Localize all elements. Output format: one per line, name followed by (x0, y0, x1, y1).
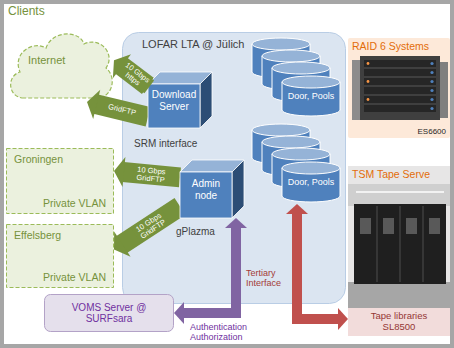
server-name: Admin node (180, 160, 232, 201)
disk-top (282, 76, 340, 88)
rack-unit (364, 87, 436, 94)
disk-edge (272, 68, 273, 96)
rack-body (360, 56, 440, 120)
section-heading: Clients (8, 5, 45, 19)
disk-top (272, 148, 330, 160)
status-light (430, 89, 433, 92)
cabinet-window (429, 218, 440, 234)
panel-title: TSM Tape Serve (348, 166, 450, 182)
tape-cabinet (354, 204, 446, 284)
disk-top (262, 50, 320, 62)
room-ceiling (348, 184, 450, 206)
site-box: EffelsbergPrivate VLAN (6, 224, 114, 288)
rack-unit (364, 96, 436, 103)
room-ground (348, 166, 450, 336)
panel-title: RAID 6 Systems (352, 40, 446, 52)
status-light (430, 80, 433, 83)
cabinet-divider (399, 206, 401, 282)
cloud-node: Internet (6, 26, 114, 102)
hardware-panel: TSM Tape ServeTape libraries SL8500 (348, 166, 450, 336)
interface-label: SRM interface (134, 138, 197, 150)
box-outline (7, 149, 114, 214)
disk-edge (340, 82, 341, 110)
panel-ground (348, 38, 450, 138)
storage-name: Door, Pools (282, 91, 340, 101)
status-light (430, 98, 433, 101)
component-label: gPlazma (176, 226, 215, 238)
status-light (430, 71, 433, 74)
cabinet-divider (376, 206, 378, 282)
disk-top (282, 162, 340, 174)
region-title: LOFAR LTA @ Jülich (142, 38, 244, 51)
disk-top (272, 62, 330, 74)
server-cube: Download Server (148, 72, 212, 128)
storage-stack: Door, Pools (252, 124, 342, 204)
server-cube: Admin node (180, 160, 244, 218)
disk-top (262, 136, 320, 148)
status-light (367, 62, 370, 65)
cabinet-window (383, 218, 394, 234)
rack-unit (364, 78, 436, 85)
cabinet-window (360, 218, 371, 234)
disk-edge (282, 82, 283, 110)
site-box: GroningenPrivate VLAN (6, 148, 114, 214)
stack-outline (252, 38, 342, 118)
status-light (430, 62, 433, 65)
network-label: Private VLAN (43, 197, 106, 209)
slide-frame (2, 2, 452, 346)
site-name: Effelsberg (14, 229, 106, 241)
stack-outline (252, 124, 342, 204)
rack-unit (364, 105, 436, 112)
rack-unit (364, 60, 436, 67)
disk-edge (272, 154, 273, 182)
storage-stack: Door, Pools (252, 38, 342, 118)
status-light (367, 98, 370, 101)
rack-unit (364, 69, 436, 76)
arrow-head (338, 308, 348, 330)
auth-server-box: VOMS Server @ SURFsara (44, 294, 174, 332)
connector-label: Authentication Authorization (190, 322, 270, 343)
ceiling-light (356, 191, 444, 193)
network-label: Private VLAN (43, 271, 106, 283)
disk-edge (262, 142, 263, 170)
library-label: Tape libraries SL8500 (348, 308, 450, 336)
disk-edge (282, 168, 283, 196)
box-outline (7, 225, 114, 288)
site-name: Groningen (14, 153, 106, 165)
status-light (430, 107, 433, 110)
disk-edge (252, 44, 253, 72)
disk-top (252, 38, 310, 50)
disk-edge (340, 168, 341, 196)
rack-side (440, 62, 448, 118)
storage-name: Door, Pools (282, 177, 340, 187)
cabinet-window (406, 218, 417, 234)
disk-top (252, 124, 310, 136)
connector-label: 10 Gbps GridFTP (133, 165, 170, 184)
node-title: Internet (28, 54, 114, 67)
cloud-outline (11, 34, 113, 98)
box-outline (123, 33, 346, 304)
room-floor (348, 282, 450, 308)
model-label: ES6600 (418, 127, 446, 136)
server-name: VOMS Server @ SURFsara (66, 302, 152, 325)
cabinet-divider (422, 206, 424, 282)
disk-edge (262, 56, 263, 84)
connector-label: Tertiary Interface (246, 268, 290, 289)
cube-side (232, 160, 244, 218)
arrow-head (114, 232, 131, 257)
cube-side (200, 72, 212, 128)
arrow-head (174, 302, 184, 324)
hardware-panel: RAID 6 SystemsES6600 (348, 38, 450, 138)
disk-edge (252, 130, 253, 158)
server-name: Download Server (148, 72, 200, 112)
box-outline (45, 295, 174, 332)
status-light (367, 80, 370, 83)
